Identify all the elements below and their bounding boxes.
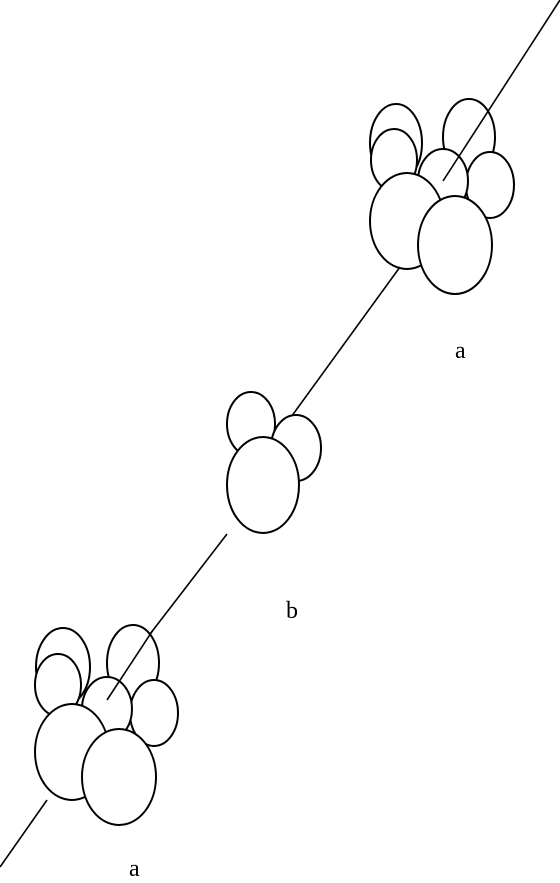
sphere: [417, 195, 493, 295]
label-a-top: a: [455, 338, 466, 364]
axis-line-segment: [442, 0, 560, 182]
axis-line-segment: [106, 629, 154, 701]
sphere-cluster-top-front: [369, 172, 493, 295]
sphere: [226, 436, 300, 534]
sphere: [81, 728, 157, 826]
sphere-cluster-middle: [226, 391, 322, 534]
sphere-cluster-bottom-front: [34, 703, 157, 826]
axis-line-segment: [285, 266, 401, 425]
axis-line-segment: [0, 799, 48, 868]
label-a-bottom: a: [129, 856, 140, 882]
label-b: b: [286, 598, 298, 624]
